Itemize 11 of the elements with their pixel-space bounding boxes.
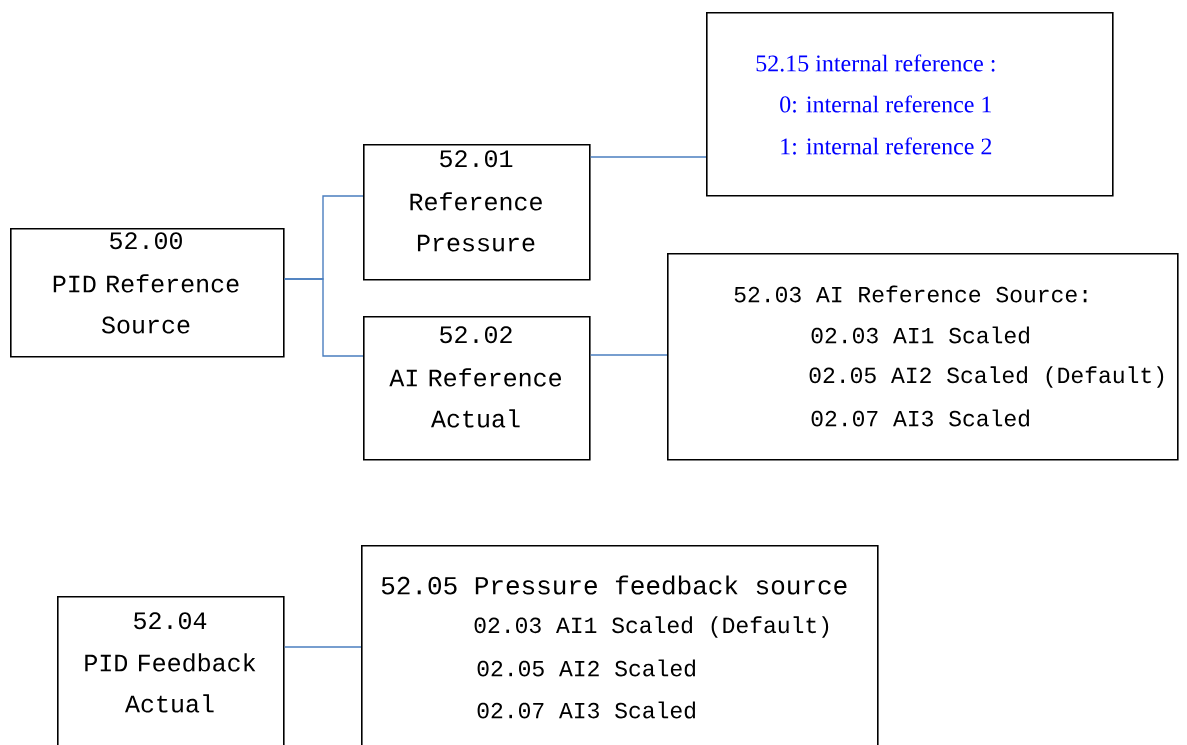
option-box: 52.03 AI Reference Source: 02.03 AI1 Scaled 02.05 AI2 Scaled (Default) 02.07 AI3 Scaled: [667, 253, 1179, 461]
option-box: 52.15 internal reference : 0: internal reference 1 1: internal reference 2: [706, 12, 1114, 197]
parameter-box: 52.01 Reference Pressure: [363, 144, 591, 281]
option-box: 52.05 Pressure feedback source 02.03 AI1 Scaled (Default) 02.05 AI2 Scaled 02.07 AI3 Scaled: [361, 545, 879, 745]
connector-line: [283, 278, 364, 357]
connector-line: [589, 156, 707, 158]
connector-line: [589, 354, 668, 356]
parameter-box: 52.02 AI Reference Actual: [363, 316, 591, 461]
connector-line: [283, 646, 362, 648]
parameter-box: 52.04 PID Feedback Actual: [57, 596, 285, 745]
parameter-box: 52.00 PID Reference Source: [10, 228, 285, 358]
